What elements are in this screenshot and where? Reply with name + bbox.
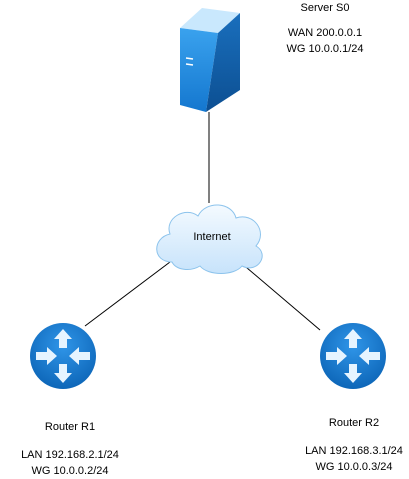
link-internet-router1 bbox=[84, 261, 171, 327]
server-wg-address: WG 10.0.0.1/24 bbox=[286, 43, 364, 55]
router2-title: Router R2 bbox=[328, 417, 380, 429]
server-tower-icon[interactable] bbox=[180, 8, 240, 112]
router2-lan-address: LAN 192.168.3.1/24 bbox=[305, 445, 403, 457]
internet-label: Internet bbox=[193, 231, 231, 243]
router-r2-icon[interactable] bbox=[320, 323, 386, 389]
router1-wg-address: WG 10.0.0.2/24 bbox=[31, 465, 109, 477]
link-internet-router2 bbox=[239, 261, 321, 331]
server-wan-address: WAN 200.0.0.1 bbox=[287, 27, 363, 39]
server-title: Server S0 bbox=[300, 2, 350, 14]
router-r1-icon[interactable] bbox=[30, 323, 96, 389]
router1-title: Router R1 bbox=[44, 421, 96, 433]
internet-cloud-icon[interactable] bbox=[156, 204, 263, 274]
router1-lan-address: LAN 192.168.2.1/24 bbox=[21, 449, 119, 461]
router2-wg-address: WG 10.0.0.3/24 bbox=[315, 461, 393, 473]
